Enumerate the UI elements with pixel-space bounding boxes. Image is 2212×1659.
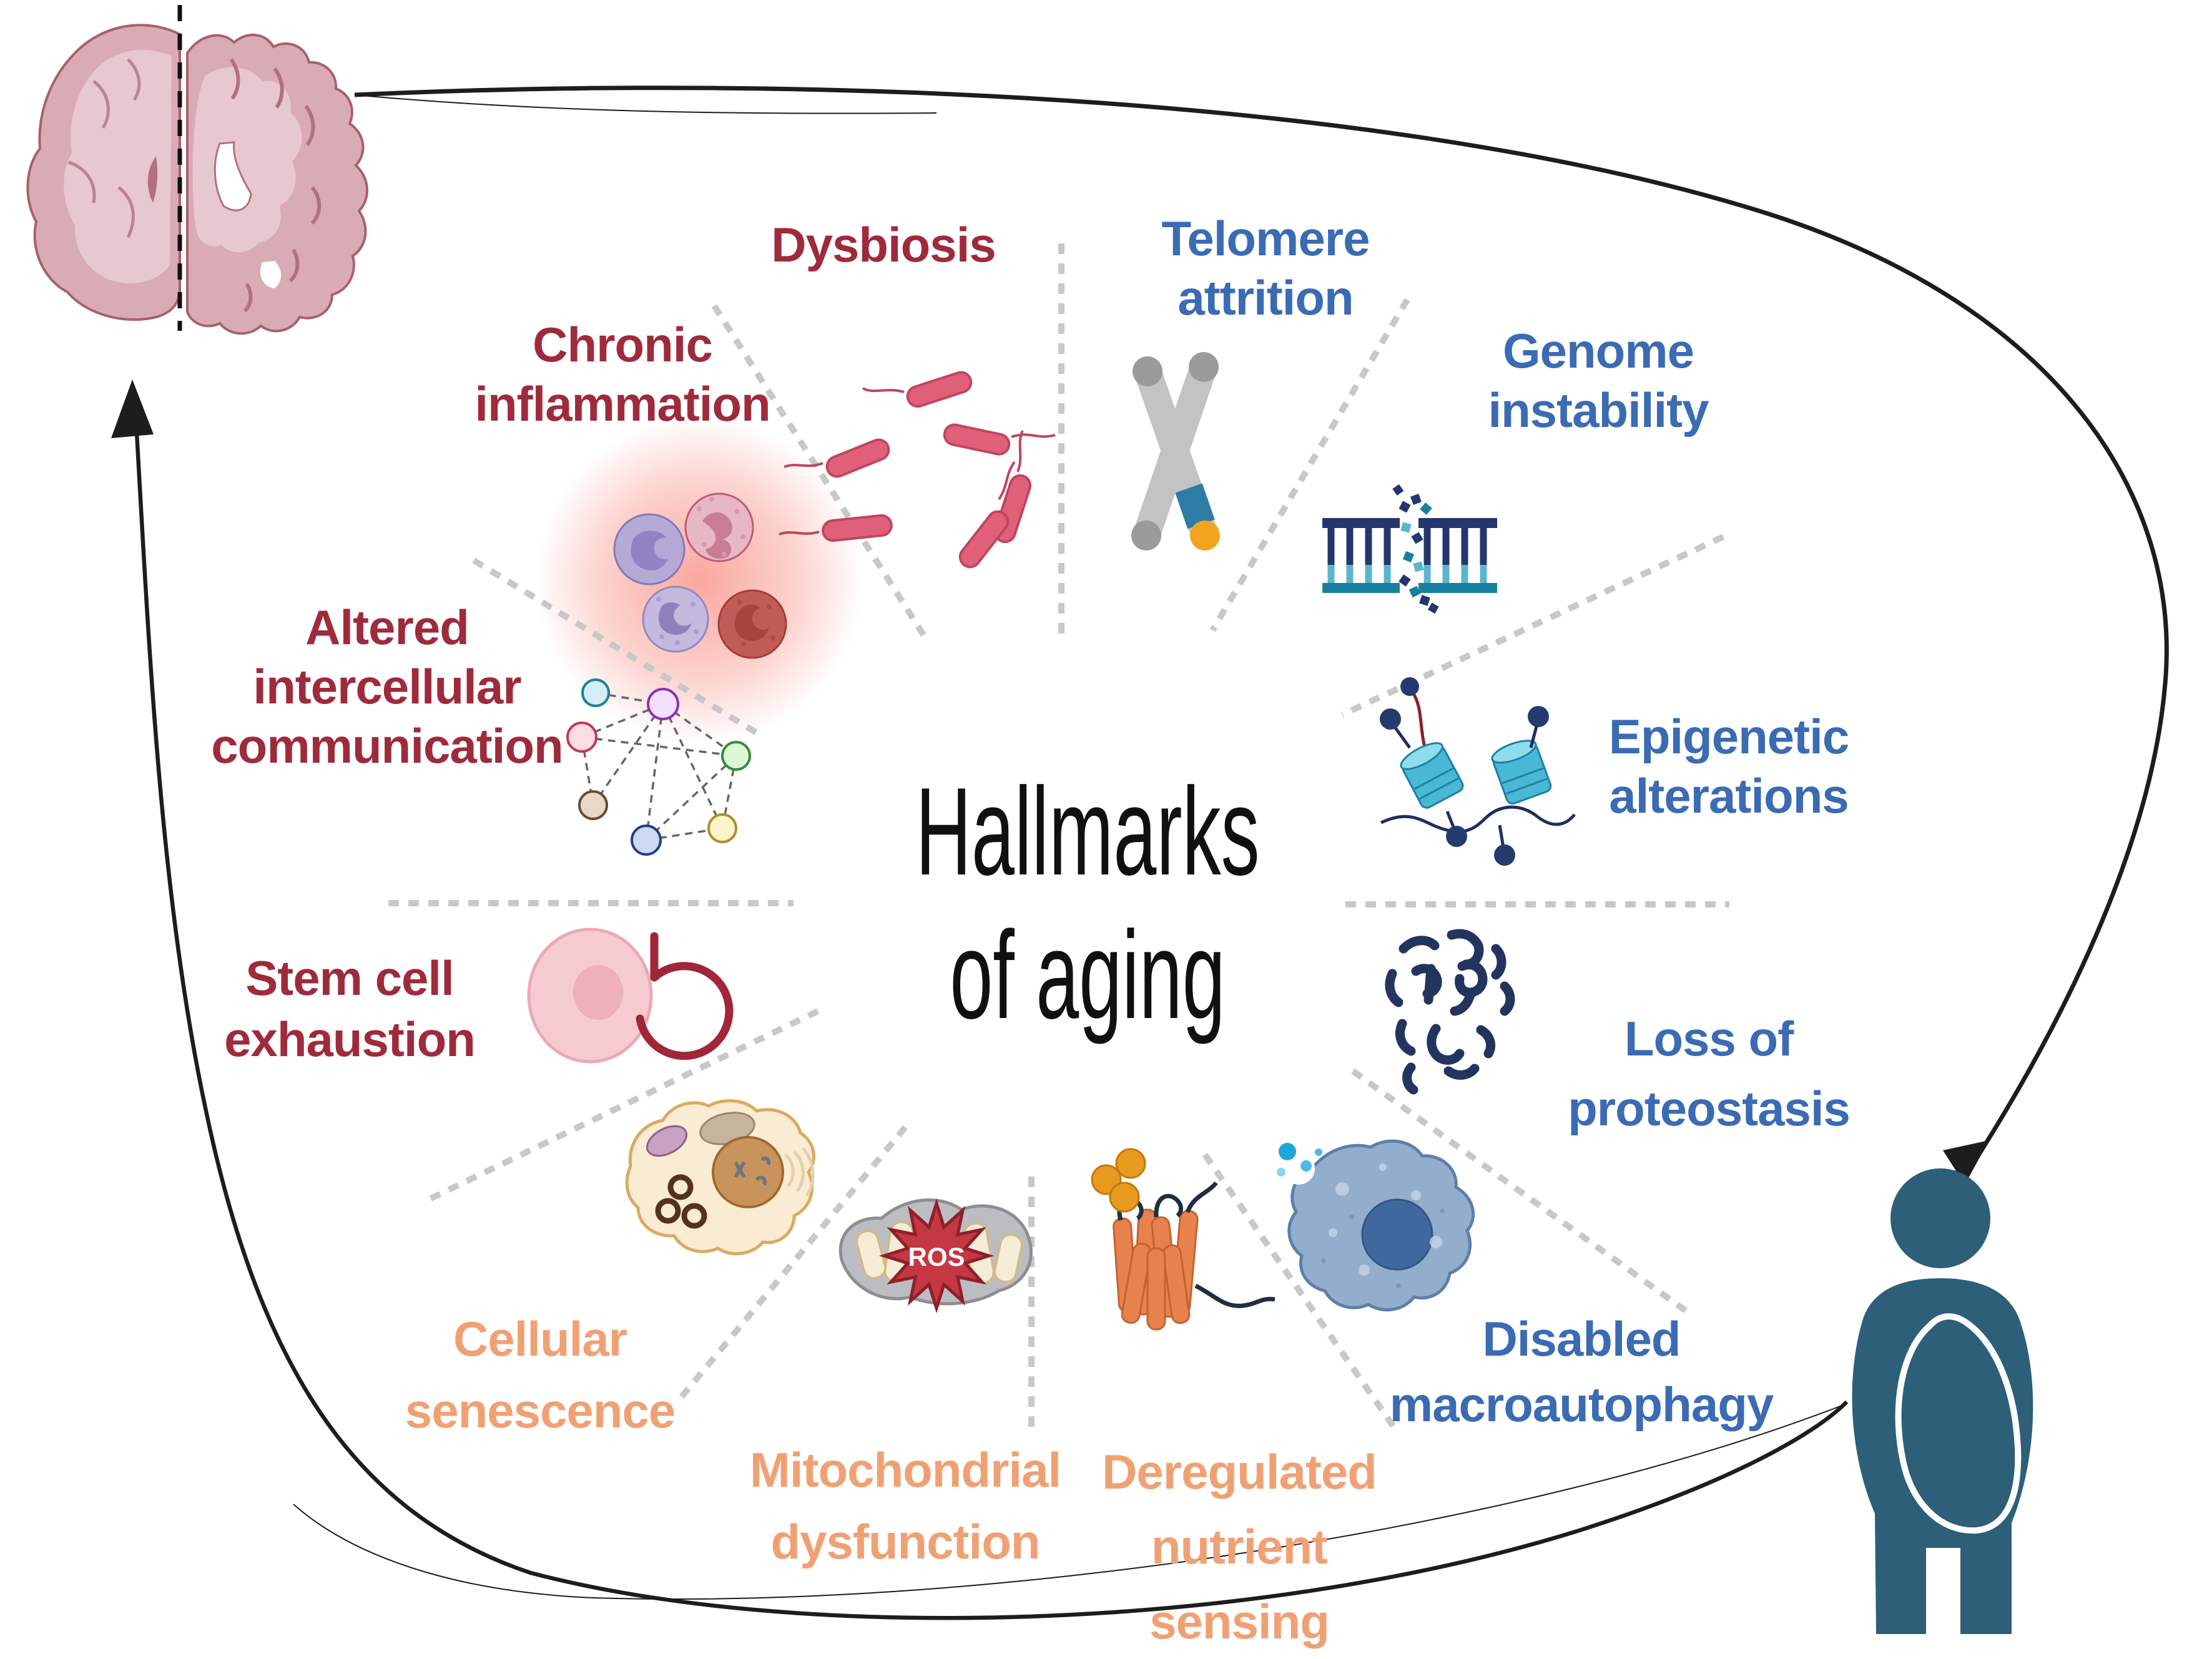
label-loss-of-proteostasis: Loss of proteostasis — [1568, 1011, 1851, 1136]
title-line-2: of aging — [950, 906, 1226, 1045]
dna-fragments — [1392, 484, 1439, 614]
page-title: Hallmarks of aging — [915, 760, 1259, 1047]
ros-label: ROS — [908, 1242, 965, 1271]
nutrient-receptor-icon — [1091, 1148, 1276, 1331]
label-dysbiosis: Dysbiosis — [771, 217, 996, 272]
title-line-1: Hallmarks — [915, 762, 1260, 901]
bacteria-icon — [779, 371, 1056, 569]
engulfed-particles — [1277, 1143, 1322, 1177]
label-mitochondrial-dysfunction: Mitochondrial dysfunction — [749, 1442, 1061, 1569]
chromosome-icon — [1131, 352, 1220, 551]
label-deregulated-nutrient-sensing: Deregulated nutrient sensing — [1102, 1444, 1377, 1649]
cycle-arrow-top — [354, 86, 2169, 1185]
stem-cell-icon — [527, 927, 734, 1064]
label-telomere-attrition: Telomere attrition — [1161, 211, 1370, 325]
label-chronic-inflammation: Chronic inflammation — [474, 317, 770, 431]
label-epigenetic-alterations: Epigenetic alterations — [1608, 709, 1849, 823]
label-cellular-senescence: Cellular senescence — [405, 1311, 676, 1438]
dna-break-icon — [1322, 484, 1497, 614]
brain-icon — [26, 5, 368, 335]
nucleosome-icon — [1380, 677, 1576, 866]
sector-divider-lines — [388, 243, 1729, 1436]
label-stem-cell-exhaustion: Stem cell exhaustion — [224, 951, 476, 1067]
label-altered-intercellular-communication: Altered intercellular communication — [211, 600, 563, 773]
self-renewal-arrow — [636, 932, 734, 1060]
autophagy-cell-icon — [1277, 1139, 1475, 1312]
mitochondria-icon: ROS — [838, 1198, 1033, 1314]
ros-starburst — [878, 1198, 995, 1314]
cell-network-icon — [566, 678, 751, 856]
label-disabled-macroautophagy: Disabled macroautophagy — [1389, 1311, 1774, 1432]
label-genome-instability: Genome instability — [1488, 323, 1709, 438]
person-icon — [1852, 1168, 2033, 1634]
immune-cells-icon — [613, 492, 787, 659]
senescent-cell-icon — [625, 1099, 815, 1256]
belly-outline — [1895, 1313, 2022, 1534]
misfolded-protein-icon — [1385, 929, 1515, 1095]
cycle-arrow-left — [111, 379, 1849, 1620]
